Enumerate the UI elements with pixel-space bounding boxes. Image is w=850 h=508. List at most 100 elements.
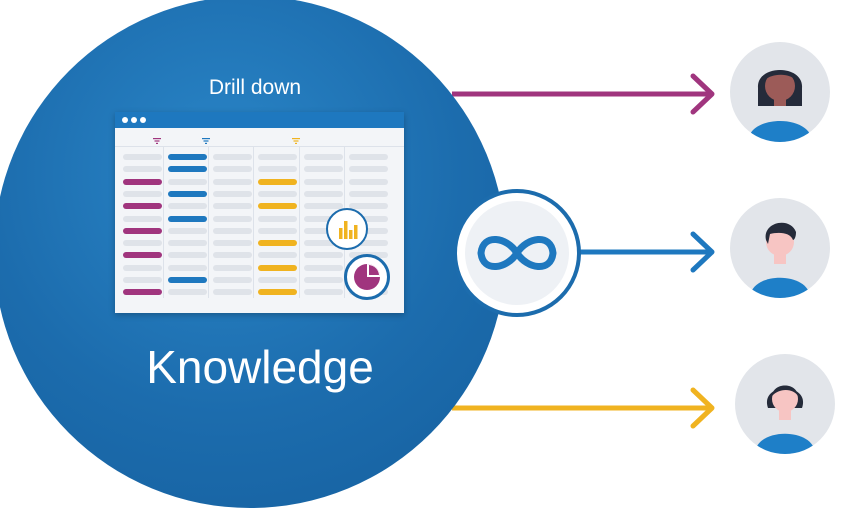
infinity-icon [477, 236, 557, 270]
user-avatar-top [730, 42, 830, 142]
cell-bar [304, 178, 343, 185]
cell-bar [168, 264, 207, 271]
cell-bar [168, 178, 207, 185]
cell-bar [123, 277, 162, 283]
cell-bar [349, 190, 388, 197]
window-controls-icon [131, 117, 137, 123]
cell-bar [349, 178, 388, 185]
cell-bar [258, 252, 297, 259]
cell-bar [168, 289, 207, 296]
cell-bar [123, 203, 162, 210]
pie-chart-badge [344, 254, 390, 300]
cell-bar [258, 240, 297, 247]
window-controls-icon [122, 117, 128, 123]
cell-bar [349, 215, 388, 222]
cell-bar [304, 190, 343, 197]
pie-chart-icon [354, 264, 380, 290]
cell-bar [213, 227, 252, 234]
arrow-bottom [452, 387, 715, 429]
cell-bar [304, 277, 343, 283]
cell-bar [258, 154, 297, 160]
column-divider [163, 146, 164, 298]
spreadsheet-window [115, 112, 404, 313]
user-avatar-icon [750, 222, 810, 298]
cell-bar [123, 178, 162, 185]
cell-bar [123, 215, 162, 222]
cell-bar [168, 203, 207, 210]
user-avatar-icon [748, 70, 812, 142]
cell-bar [123, 240, 162, 247]
window-title-bar [115, 112, 404, 128]
cell-bar [213, 240, 252, 247]
bar-chart-badge [326, 208, 368, 250]
cell-bar [168, 252, 207, 259]
cell-bar [168, 277, 207, 283]
cell-bar [304, 154, 343, 160]
cell-bar [349, 154, 388, 160]
cell-bar [304, 264, 343, 271]
cell-bar [258, 190, 297, 197]
infinity-connector [453, 189, 581, 317]
cell-bar [258, 277, 297, 283]
cell-bar [213, 166, 252, 173]
cell-bar [258, 166, 297, 173]
cell-bar [349, 203, 388, 210]
drill-down-label: Drill down [208, 76, 302, 99]
user-avatar-middle [730, 198, 830, 298]
cell-bar [168, 240, 207, 247]
filter-icon [153, 138, 161, 144]
arrow-top [452, 73, 715, 115]
cell-bar [123, 154, 162, 160]
cell-bar [304, 252, 343, 259]
cell-bar [258, 203, 297, 210]
cell-bar [213, 178, 252, 185]
header-divider [115, 146, 404, 147]
cell-bar [258, 215, 297, 222]
cell-bar [213, 289, 252, 296]
cell-bar [349, 166, 388, 173]
cell-bar [168, 215, 207, 222]
cell-bar [123, 190, 162, 197]
cell-bar [304, 289, 343, 296]
cell-bar [168, 190, 207, 197]
cell-bar [168, 166, 207, 173]
cell-bar [304, 215, 343, 222]
cell-bar [213, 277, 252, 283]
cell-bar [213, 215, 252, 222]
arrow-middle [578, 231, 715, 273]
cell-bar [168, 227, 207, 234]
cell-bar [213, 203, 252, 210]
filter-icon [202, 138, 210, 144]
user-avatar-icon [755, 385, 815, 454]
user-avatar-bottom [735, 354, 835, 454]
cell-bar [123, 166, 162, 173]
cell-bar [304, 203, 343, 210]
cell-bar [168, 154, 207, 160]
column-divider [208, 146, 209, 298]
cell-bar [258, 227, 297, 234]
cell-bar [213, 190, 252, 197]
window-controls-icon [140, 117, 146, 123]
bar-chart-icon [339, 221, 358, 239]
filter-icon [292, 138, 300, 144]
column-divider [253, 146, 254, 298]
cell-bar [213, 154, 252, 160]
cell-bar [123, 289, 162, 296]
cell-bar [349, 240, 388, 247]
cell-bar [258, 178, 297, 185]
column-divider [299, 146, 300, 298]
cell-bar [213, 252, 252, 259]
cell-bar [304, 227, 343, 234]
cell-bar [349, 227, 388, 234]
cell-bar [304, 166, 343, 173]
knowledge-label: Knowledge [146, 341, 374, 393]
cell-bar [123, 252, 162, 259]
cell-bar [258, 289, 297, 296]
cell-bar [213, 264, 252, 271]
cell-bar [123, 264, 162, 271]
cell-bar [123, 227, 162, 234]
cell-bar [258, 264, 297, 271]
cell-bar [304, 240, 343, 247]
